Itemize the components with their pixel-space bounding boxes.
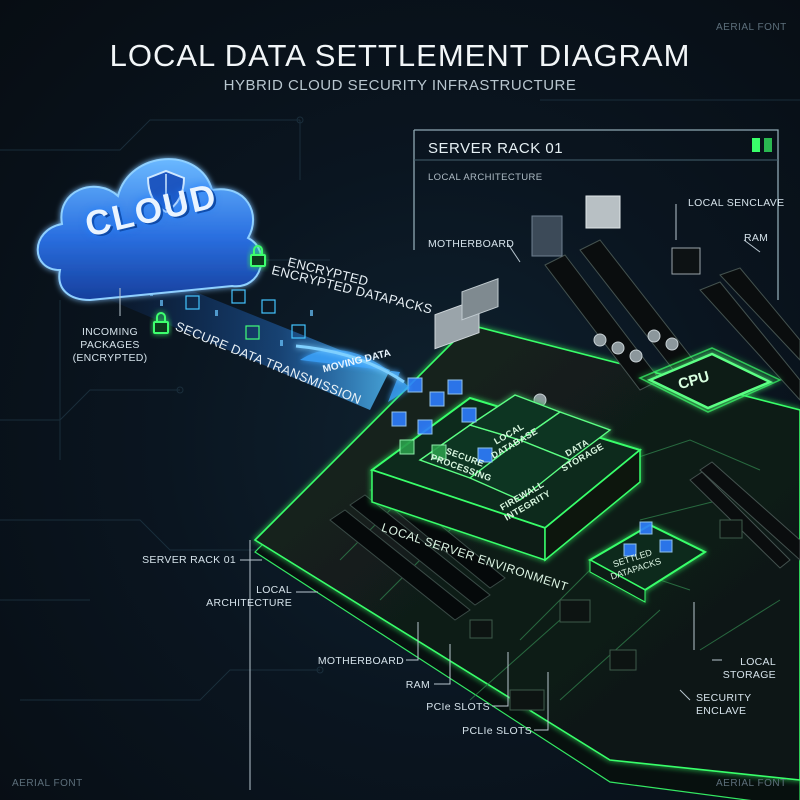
callout-pcie-slots: PCIe SLOTS — [426, 701, 490, 713]
lock-icon — [153, 312, 169, 334]
settled-datapacks-module — [587, 523, 708, 603]
callout-security-enclave: SECURITY ENCLAVE — [696, 692, 752, 717]
server-rack-title: SERVER RACK 01 — [428, 140, 564, 157]
data-cubes — [391, 377, 673, 557]
cpu-chip — [638, 347, 782, 413]
callout-motherboard-top: MOTHERBOARD — [428, 238, 515, 250]
corner-label-top-right: AERIAL FONT — [716, 22, 787, 33]
green-data-cubes — [399, 439, 447, 460]
callout-motherboard-bottom: MOTHERBOARD — [317, 655, 404, 667]
callout-local-storage: LOCAL STORAGE — [722, 656, 776, 681]
panel-status-led — [764, 138, 772, 152]
page-subtitle: HYBRID CLOUD SECURITY INFRASTRUCTURE — [223, 77, 577, 94]
callout-ram-bottom: RAM — [405, 679, 430, 691]
server-rack-subtitle: LOCAL ARCHITECTURE — [428, 172, 543, 183]
page-title: LOCAL DATA SETTLEMENT DIAGRAM — [109, 38, 691, 73]
callout-server-rack-01: SERVER RACK 01 — [142, 554, 236, 566]
cloud-shape — [36, 158, 263, 302]
shield-icon — [146, 169, 186, 214]
callout-ram-top: RAM — [744, 232, 769, 244]
panel-status-led — [752, 138, 760, 152]
io-ports — [434, 195, 701, 350]
corner-label-bottom-left: AERIAL FONT — [12, 778, 83, 789]
small-chips — [469, 519, 743, 711]
lock-icon — [250, 245, 266, 267]
corner-label-bottom-right: AERIAL FONT — [716, 778, 787, 789]
callout-local-senclave: LOCAL SENCLAVE — [688, 197, 785, 209]
callout-local-architecture: LOCAL ARCHITECTURE — [206, 584, 292, 609]
local-server-environment-block — [369, 394, 643, 562]
incoming-packages-label: INCOMING PACKAGES (ENCRYPTED) — [72, 326, 148, 364]
callout-pclie-slots: PCLIe SLOTS — [462, 725, 532, 737]
callout-leader-lines — [119, 204, 761, 790]
server-rack-panel — [413, 129, 779, 300]
